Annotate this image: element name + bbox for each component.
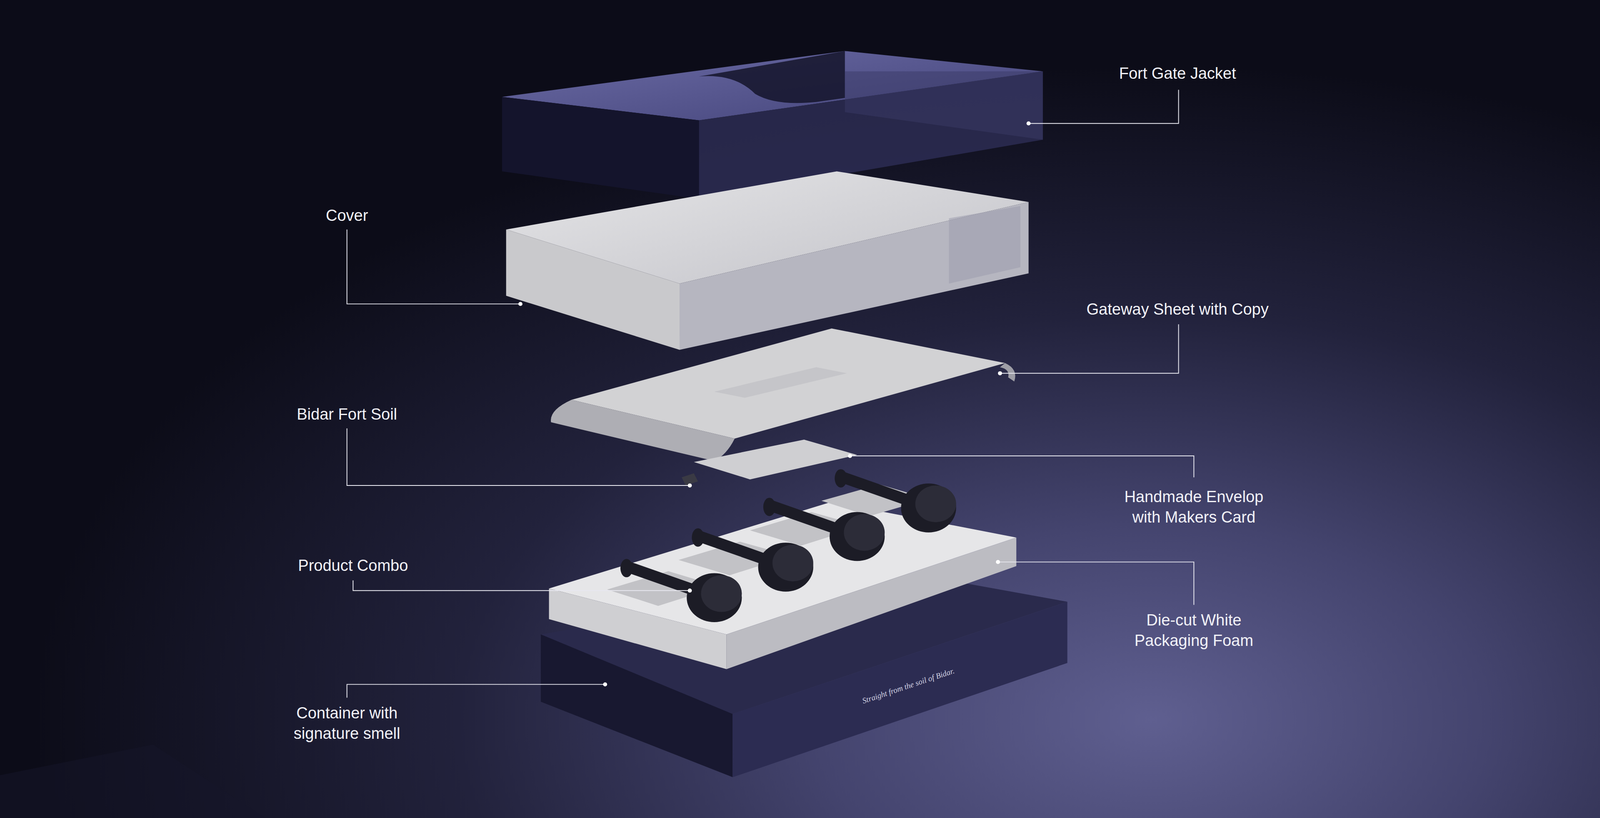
- products: [620, 469, 957, 623]
- envelope: [693, 439, 858, 480]
- part-label: Bidar Fort Soil: [296, 404, 398, 425]
- part-label: Container with signature smell: [267, 703, 427, 744]
- part-label: Cover: [325, 205, 368, 226]
- part-label: Gateway Sheet with Copy: [1086, 299, 1269, 320]
- leader-lines: [347, 89, 1195, 698]
- cover: [506, 171, 1029, 350]
- jacket: [502, 50, 1043, 199]
- part-label: Die-cut White Packaging Foam: [1110, 610, 1278, 651]
- leader-dots: [518, 121, 1031, 687]
- part-label: Product Combo: [297, 555, 408, 576]
- part-label: Fort Gate Jacket: [1119, 63, 1237, 84]
- floor-shadow: [0, 744, 266, 818]
- gateway-sheet: [550, 328, 1016, 461]
- part-label: Handmade Envelop with Makers Card: [1110, 487, 1278, 528]
- foam: [549, 484, 1017, 670]
